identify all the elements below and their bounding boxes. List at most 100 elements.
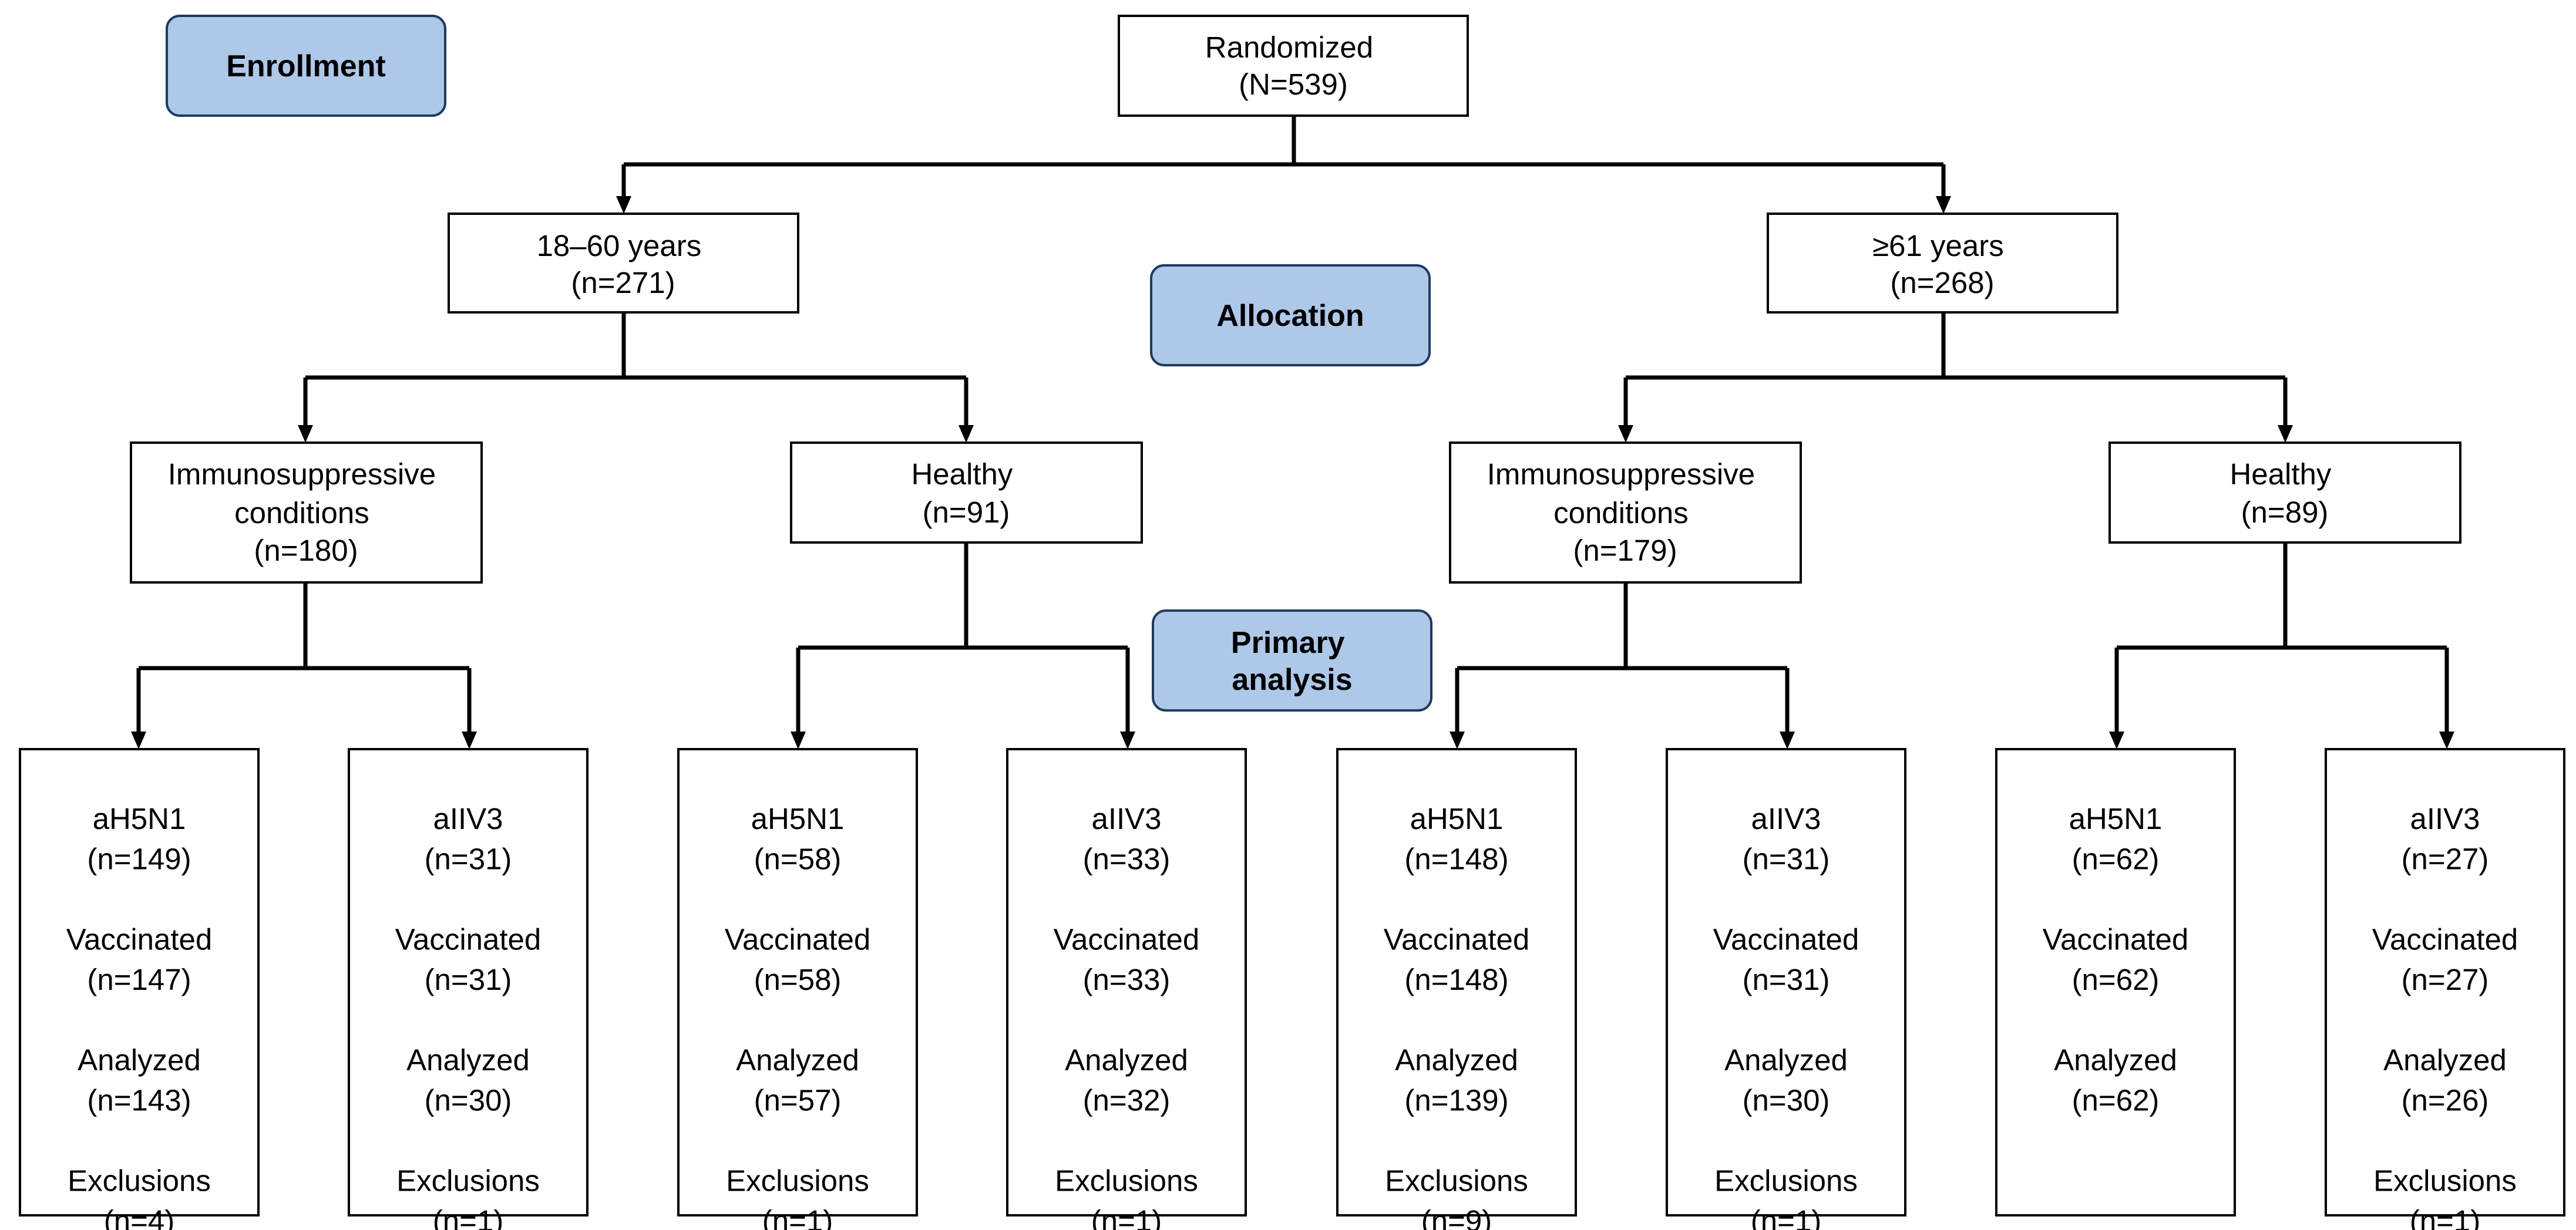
- arm-line: Exclusions: [2373, 1164, 2517, 1198]
- arm-line: (n=30): [1743, 1084, 1830, 1117]
- stage-primary-analysis: Primary analysis: [1152, 609, 1432, 712]
- arm-line: Vaccinated: [66, 923, 213, 956]
- arm-line: (n=58): [754, 963, 842, 996]
- treatment-arms: aH5N1(n=149)Vaccinated(n=147)Analyzed(n=…: [19, 748, 2565, 1230]
- arrowhead-young-immuno: [298, 425, 313, 443]
- arm-box-5: aH5N1 (n=148) Vaccinated (n=148) Analyzed (n=…: [1336, 748, 1577, 1230]
- arm-line: Exclusions: [396, 1164, 540, 1198]
- connector-old: [1623, 312, 2288, 427]
- node-age-18-60: 18–60 years (n=271): [448, 213, 799, 314]
- arrowhead-arm-3: [791, 732, 806, 749]
- node-young-healthy-box: [790, 442, 1143, 544]
- arm-line: (n=62): [2072, 963, 2160, 996]
- arm-box-text: aIIV3(n=31)Vaccinated(n=31)Analyzed(n=30…: [395, 802, 542, 1230]
- node-old-immunosuppressive: Immunosuppressive conditions (n=179): [1449, 442, 1802, 584]
- arrowhead-arm-2: [462, 732, 477, 749]
- arm-line: (n=27): [2402, 963, 2489, 996]
- arm-line: aH5N1: [93, 802, 186, 835]
- arm-line: Analyzed: [1395, 1043, 1518, 1077]
- node-age-61-plus: ≥61 years (n=268): [1767, 213, 2118, 314]
- arm-line: aH5N1: [751, 802, 845, 835]
- arrowhead-arm-4: [1120, 732, 1135, 749]
- arrowhead-old: [1936, 196, 1951, 214]
- arm-box-6: aIIV3 (n=31) Vaccinated (n=31) Analyzed (n=30…: [1666, 748, 1906, 1230]
- arm-line: Analyzed: [736, 1043, 859, 1077]
- arm-line: (n=26): [2402, 1084, 2489, 1117]
- arm-line: aIIV3: [1751, 802, 1821, 835]
- arm-line: Exclusions: [68, 1164, 211, 1198]
- node-age-61-plus-text: ≥61 years (n=268): [1872, 229, 2012, 299]
- arm-line: Analyzed: [2054, 1043, 2177, 1077]
- arm-line: Exclusions: [1055, 1164, 1198, 1198]
- arm-line: aIIV3: [1091, 802, 1161, 835]
- arm-line: (n=148): [1404, 843, 1508, 876]
- arm-line: (n=1): [1751, 1204, 1821, 1230]
- arrowhead-young-healthy: [959, 425, 974, 443]
- node-young-immunosuppressive-text: Immunosuppressive conditions (n=180): [168, 457, 445, 567]
- arrowhead-young: [616, 196, 631, 214]
- arm-line: (n=1): [762, 1204, 833, 1230]
- arm-line: (n=149): [87, 843, 191, 876]
- stage-allocation: Allocation: [1150, 264, 1431, 366]
- node-age-61-plus-box: [1767, 213, 2118, 314]
- arm-box-text: aIIV3(n=33)Vaccinated(n=33)Analyzed(n=32…: [1054, 802, 1200, 1230]
- arm-line: (n=62): [2072, 843, 2160, 876]
- arm-box-7: aH5N1(n=62)Vaccinated(n=62)Analyzed(n=62…: [1995, 748, 2236, 1216]
- arm-box-text: aIIV3 (n=31) Vaccinated (n=31) Analyzed (n=30…: [1713, 802, 1859, 1230]
- node-old-healthy-box: [2108, 442, 2461, 544]
- arm-box-1: aH5N1(n=149)Vaccinated(n=147)Analyzed(n=…: [19, 748, 260, 1230]
- connector-young: [303, 312, 968, 427]
- arm-box-text: aH5N1(n=62)Vaccinated(n=62)Analyzed(n=62…: [2043, 802, 2189, 1117]
- arm-line: (n=31): [425, 963, 512, 996]
- arm-line: aIIV3: [2410, 802, 2480, 835]
- stage-allocation-label: Allocation: [1216, 299, 1364, 333]
- arm-line: (n=143): [87, 1084, 191, 1117]
- stage-enrollment-label: Enrollment: [226, 49, 386, 83]
- node-young-healthy-text: Healthy (n=91): [911, 457, 1021, 529]
- arm-line: Vaccinated: [725, 923, 871, 956]
- arm-box-frame: [1006, 748, 1247, 1216]
- arm-line: (n=148): [1404, 963, 1508, 996]
- arm-line: (n=139): [1404, 1084, 1508, 1117]
- arm-line: (n=1): [433, 1204, 503, 1230]
- node-randomized: Randomized (N=539): [1118, 15, 1469, 117]
- arm-line: (n=30): [425, 1084, 512, 1117]
- node-old-immunosuppressive-box: [1449, 442, 1802, 584]
- stage-primary-analysis-box: [1152, 609, 1432, 712]
- arm-line: Exclusions: [1385, 1164, 1528, 1198]
- arm-line: Vaccinated: [395, 923, 542, 956]
- arm-box-text: aH5N1(n=149)Vaccinated(n=147)Analyzed(n=…: [66, 802, 213, 1230]
- connector-old-healthy: [2114, 542, 2449, 734]
- arm-line: aIIV3: [433, 802, 503, 835]
- node-old-healthy-text: Healthy (n=89): [2229, 457, 2339, 529]
- arm-box-4: aIIV3(n=33)Vaccinated(n=33)Analyzed(n=32…: [1006, 748, 1247, 1230]
- arm-line: (n=31): [1743, 963, 1830, 996]
- arm-line: (n=1): [2410, 1204, 2480, 1230]
- arrowhead-old-immuno: [1618, 425, 1633, 443]
- arm-line: Vaccinated: [2372, 923, 2518, 956]
- arrowhead-arm-6: [1780, 732, 1795, 749]
- arm-line: (n=31): [1743, 843, 1830, 876]
- arm-box-frame: [1995, 748, 2236, 1216]
- arm-line: (n=57): [754, 1084, 842, 1117]
- node-young-healthy: Healthy (n=91): [790, 442, 1143, 544]
- arm-line: Exclusions: [1714, 1164, 1858, 1198]
- arm-line: Analyzed: [2383, 1043, 2507, 1077]
- stage-primary-analysis-label: Primary analysis: [1231, 626, 1353, 697]
- arm-box-frame: [2325, 748, 2565, 1216]
- arm-line: aH5N1: [1410, 802, 1504, 835]
- arm-box-frame: [19, 748, 260, 1216]
- arm-box-frame: [677, 748, 918, 1216]
- arm-line: Vaccinated: [1054, 923, 1200, 956]
- arm-box-2: aIIV3(n=31)Vaccinated(n=31)Analyzed(n=30…: [348, 748, 588, 1230]
- arm-line: Vaccinated: [1713, 923, 1859, 956]
- arm-line: aH5N1: [2069, 802, 2163, 835]
- arm-line: (n=33): [1083, 963, 1171, 996]
- arm-line: Analyzed: [1724, 1043, 1848, 1077]
- arm-line: Vaccinated: [1384, 923, 1530, 956]
- arm-line: (n=33): [1083, 843, 1171, 876]
- arm-line: (n=31): [425, 843, 512, 876]
- stage-enrollment-box: [166, 15, 446, 117]
- arm-box-frame: [348, 748, 588, 1216]
- arm-line: (n=32): [1083, 1084, 1171, 1117]
